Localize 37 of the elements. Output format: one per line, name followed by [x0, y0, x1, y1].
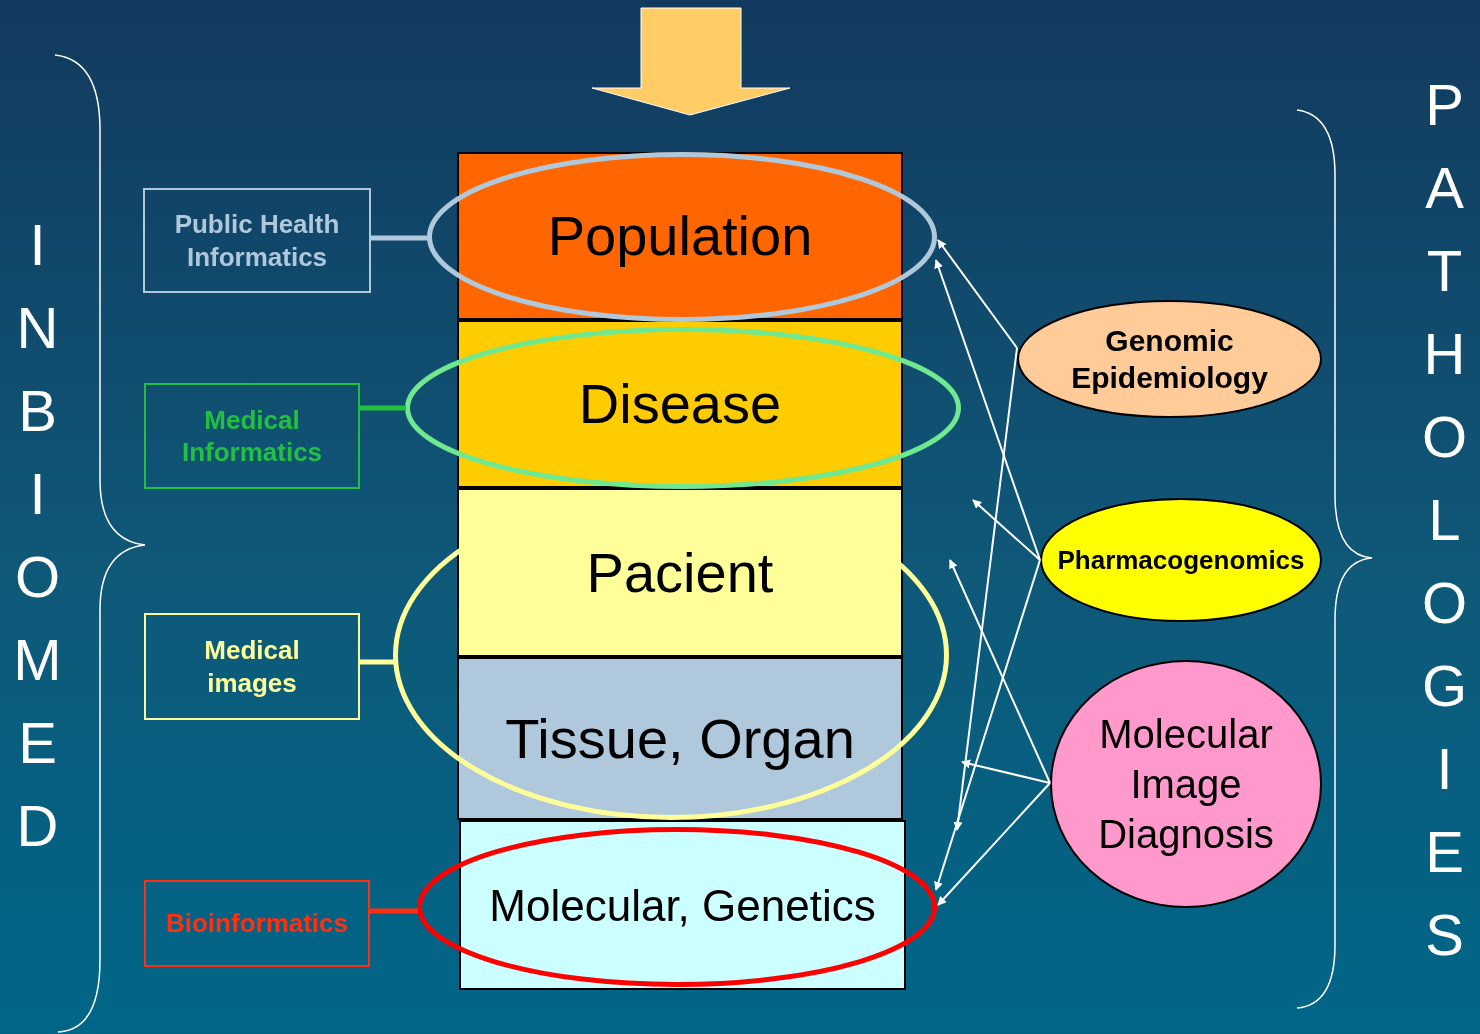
level-label: Molecular, Genetics: [489, 879, 876, 932]
level-label: Pacient: [586, 539, 774, 606]
arrow: [934, 559, 1041, 891]
level-label: Population: [547, 203, 813, 269]
connector-line: [360, 659, 394, 665]
arrow: [961, 759, 1051, 784]
arrow: [953, 347, 1018, 831]
field-label-box: [143, 188, 371, 293]
arrow: [972, 499, 1041, 561]
connector-line: [360, 405, 406, 411]
node-label: Medical Informatics: [180, 403, 324, 469]
field-label-box: [144, 880, 370, 967]
block-arrow: [591, 7, 791, 116]
arrow: [949, 559, 1051, 784]
node-label: Molecular Image Diagnosis: [1097, 711, 1275, 858]
connector-line: [370, 908, 418, 914]
node-label: Medical images: [203, 634, 301, 699]
vertical-title: INBIOMED: [8, 212, 66, 876]
arrow: [937, 782, 1051, 906]
node-label: Genomic Epidemiology: [1070, 322, 1269, 396]
connector-line: [371, 235, 428, 241]
topic-ellipse: [1017, 300, 1322, 418]
field-label-box: [144, 383, 360, 489]
topic-ellipse: [1050, 660, 1322, 908]
arrow: [937, 239, 1018, 349]
level-label: Disease: [578, 371, 782, 437]
level-label: Tissue, Organ: [505, 705, 855, 772]
arrow: [934, 259, 1041, 561]
field-label-box: [144, 613, 360, 720]
highlight-ellipse: [405, 327, 961, 489]
node-label: Pharmacogenomics: [1057, 543, 1305, 577]
highlight-ellipse: [417, 827, 937, 987]
level-box: [459, 820, 906, 990]
node-label: Public Health Informatics: [173, 208, 341, 273]
topic-ellipse: [1040, 498, 1322, 622]
node-label: Bioinformatics: [166, 907, 348, 940]
vertical-title: PATHOLOGIES: [1415, 72, 1473, 985]
